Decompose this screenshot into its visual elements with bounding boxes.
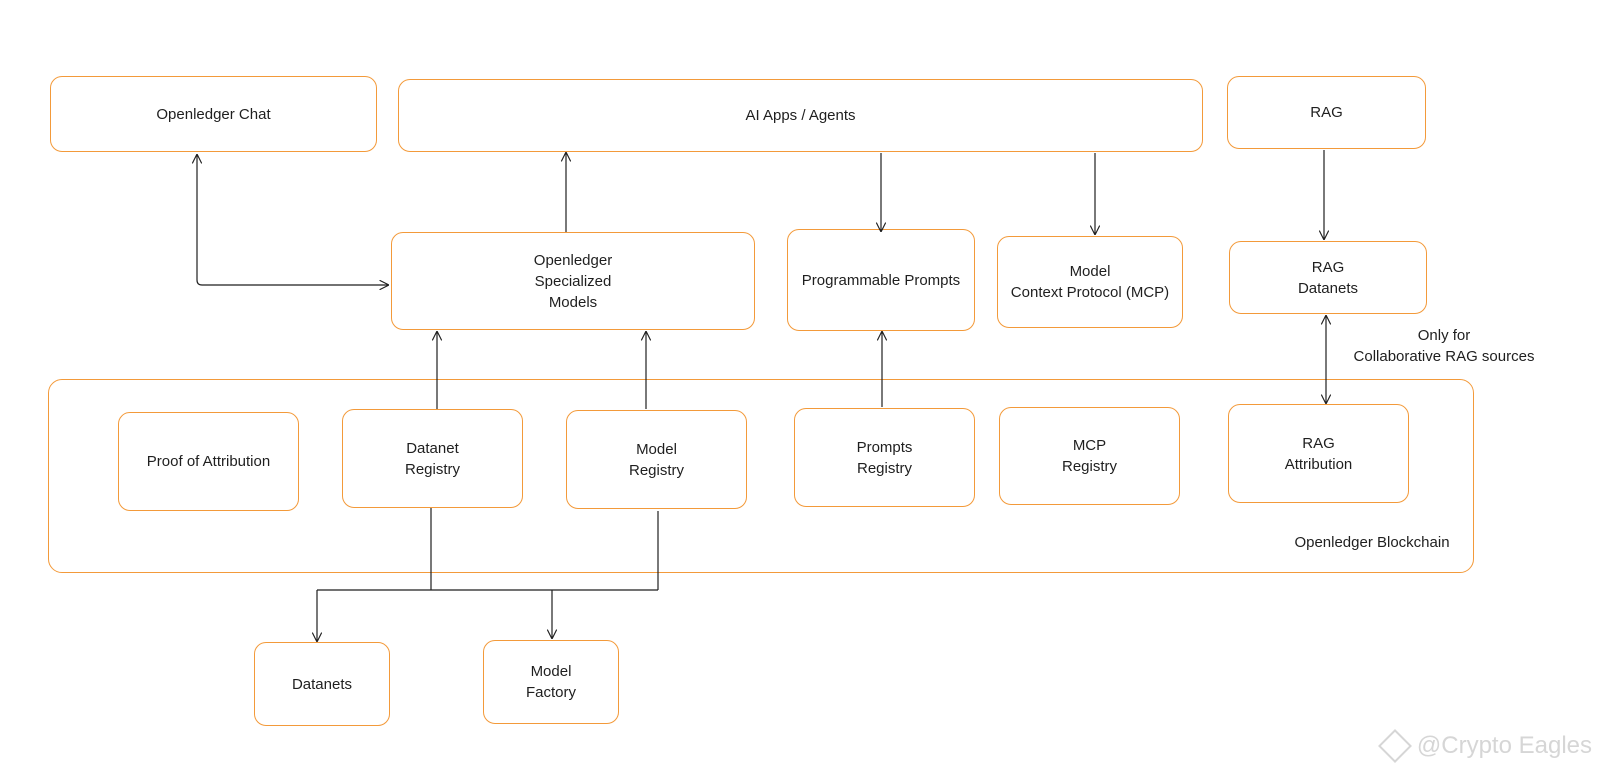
datanets-node: Datanets [254,642,390,726]
ai-apps-agents-node: AI Apps / Agents [398,79,1203,152]
openledger-blockchain-label: Openledger Blockchain [1294,534,1450,551]
binance-diamond-icon [1377,729,1412,763]
openledger-chat-label: Openledger Chat [156,105,271,123]
proof-of-attribution-label: Proof of Attribution [146,453,271,470]
model-registry-node: Model Registry [566,410,747,509]
mcp-registry-node: MCP Registry [999,407,1180,505]
rag-datanets-label: RAG Datanets [1297,258,1359,297]
rag-attribution-label: RAG Attribution [1284,434,1353,473]
prompts-registry-node: Prompts Registry [794,408,975,507]
rag-attribution-node: RAG Attribution [1228,404,1409,503]
mcp-registry-label: MCP Registry [1061,437,1117,475]
model-factory-node: Model Factory [483,640,619,724]
datanet-registry-node: Datanet Registry [342,409,523,508]
ai-apps-agents-label: AI Apps / Agents [745,107,856,124]
watermark: @Crypto Eagles [1377,729,1592,763]
specialized-models-node: Openledger Specialized Models [391,232,755,330]
specialized-models-label: Openledger Specialized Models [533,251,613,311]
rag-label: RAG [1310,104,1343,121]
openledger-chat-node: Openledger Chat [50,76,377,152]
watermark-text: @Crypto Eagles [1416,732,1592,759]
programmable-prompts-label: Programmable Prompts [801,271,961,289]
programmable-prompts-node: Programmable Prompts [787,229,975,331]
mcp-node: Model Context Protocol (MCP) [997,236,1183,328]
rag-datanets-node: RAG Datanets [1229,241,1427,314]
datanet-registry-label: Datanet Registry [404,439,460,478]
model-registry-label: Model Registry [628,440,684,479]
rag-node: RAG [1227,76,1426,149]
collaborative-rag-note: Only for Collaborative RAG sources [1353,327,1535,365]
model-factory-label: Model Factory [525,663,576,701]
datanets-label: Datanets [291,675,353,693]
mcp-label: Model Context Protocol (MCP) [1010,263,1170,301]
edge-chat-specialized [197,155,388,285]
prompts-registry-label: Prompts Registry [856,438,913,477]
openledger-blockchain-container [48,379,1474,573]
proof-of-attribution-node: Proof of Attribution [118,412,299,511]
